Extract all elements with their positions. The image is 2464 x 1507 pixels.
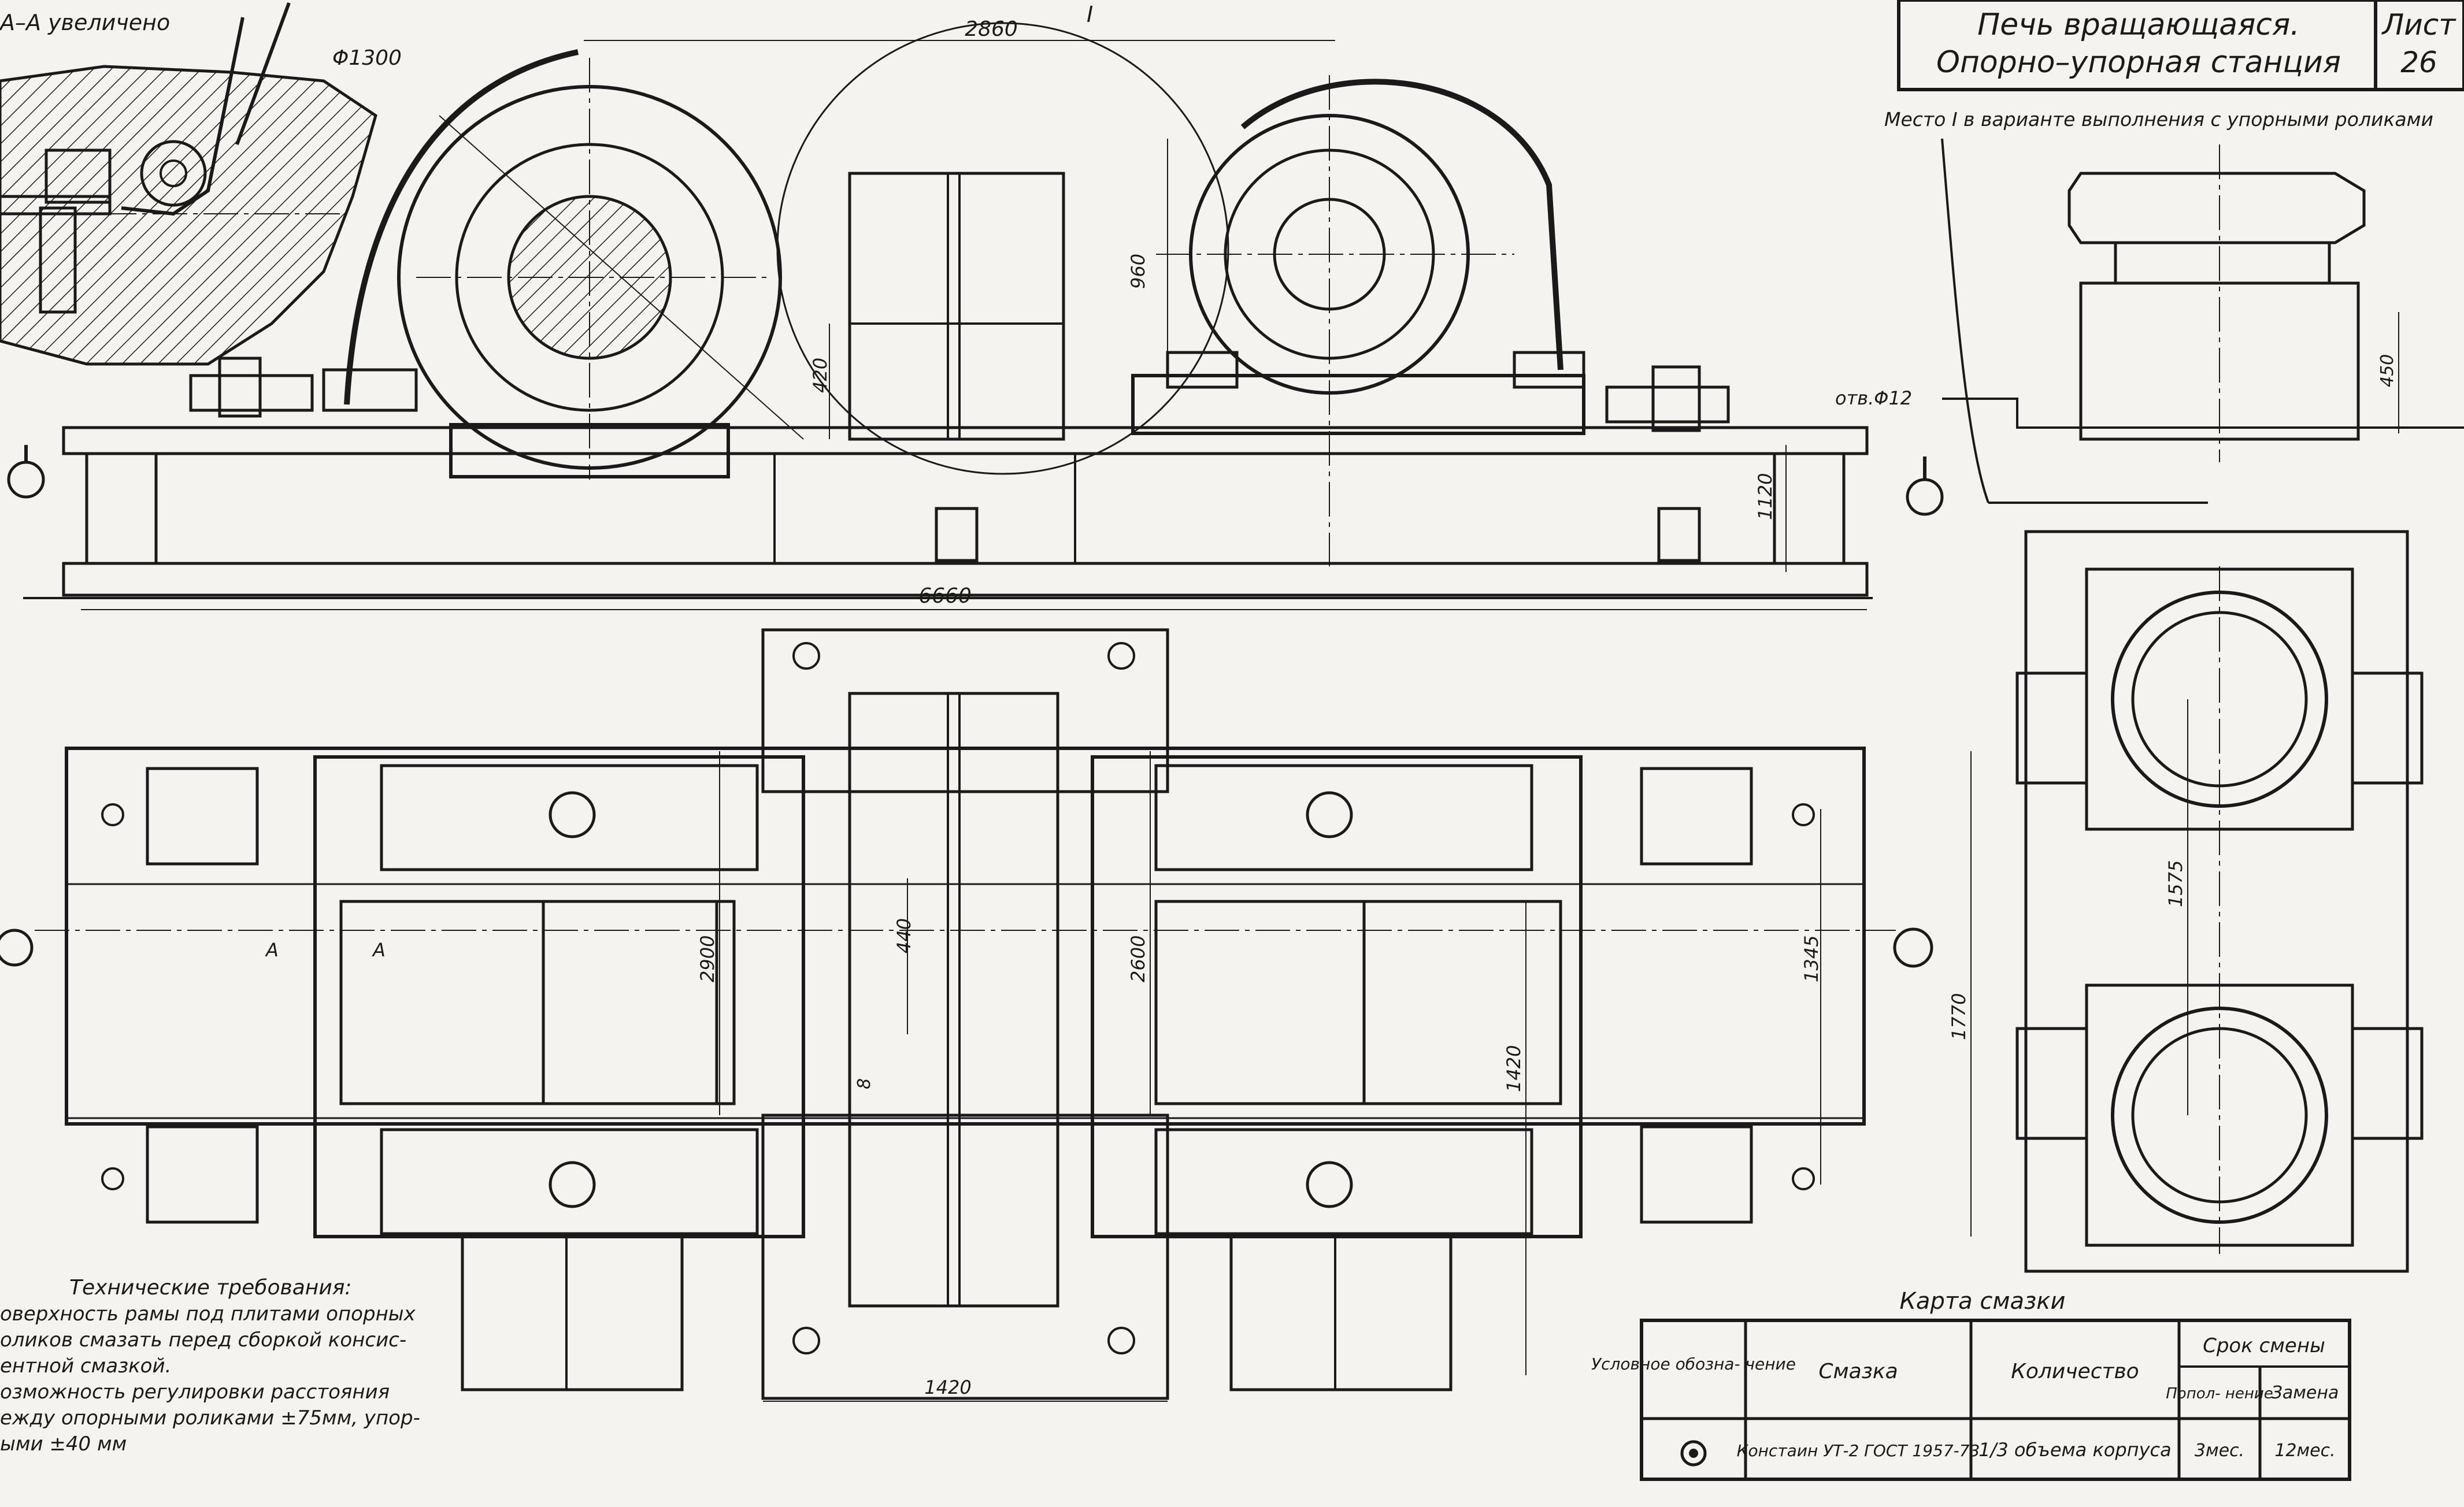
section-label: А–А увеличено <box>0 10 170 35</box>
lub-header-lubricant: Смазка <box>1818 1360 1898 1383</box>
dim-plan-1420-h: 1420 <box>924 1376 971 1398</box>
lub-header-symbol: Условное обозна- чение <box>1591 1354 1796 1374</box>
lub-header-change-period: Срок смены <box>2203 1334 2325 1357</box>
dim-roller-spacing: 2860 <box>965 17 1018 41</box>
title-block: Печь вращающаяся. Опорно–упорная станция… <box>1897 0 2464 91</box>
dim-detail-450: 450 <box>2377 354 2398 387</box>
dim-height-960: 960 <box>1127 254 1149 289</box>
lubrication-map-table: Карта смазки Условное обозна- чение Смаз… <box>1591 1288 2351 1481</box>
dim-plan-2900: 2900 <box>696 936 718 982</box>
tech-req-line-4: озможность регулировки расстояния <box>0 1380 390 1404</box>
dim-plan-1345: 1345 <box>1800 936 1822 982</box>
section-a-a-view <box>0 2 377 366</box>
tech-req-line-3: ентной смазкой. <box>0 1354 171 1378</box>
lub-header-refill: Попол- нение <box>2166 1385 2273 1402</box>
dim-plan-440: 440 <box>893 918 915 953</box>
title-line-1: Печь вращающаяся. <box>1977 8 2300 42</box>
section-mark-a-left: А <box>265 939 279 961</box>
dim-roller-diameter: Φ1300 <box>332 46 402 70</box>
lub-header-quantity: Количество <box>2011 1360 2139 1383</box>
dim-height-420: 420 <box>809 358 831 393</box>
sheet-number: 26 <box>2400 46 2437 79</box>
lub-row-refill: 3мес. <box>2195 1441 2244 1461</box>
dim-height-1120: 1120 <box>1754 473 1776 520</box>
tech-req-line-1: оверхность рамы под плитами опорных <box>0 1302 416 1326</box>
detail-view-i <box>1941 138 2464 1273</box>
side-elevation-view <box>7 22 1944 610</box>
dim-hole-label: отв.Φ12 <box>1835 387 1912 409</box>
section-mark-a-right: А <box>372 939 386 961</box>
lub-row-quantity: 1/3 объема корпуса <box>1978 1439 2171 1461</box>
title-line-2: Опорно–упорная станция <box>1936 45 2341 80</box>
detail-caption: Место I в варианте выполнения с упорными… <box>1884 108 2433 131</box>
lubrication-map-title: Карта смазки <box>1900 1288 2066 1315</box>
dimension-labels: Φ1300 2860 I 960 420 отв.Φ12 1120 6660 4… <box>265 2 2398 1398</box>
lub-row-replace: 12мес. <box>2274 1441 2335 1461</box>
tech-requirements: Технические требования: оверхность рамы … <box>0 1276 420 1456</box>
dim-plan-1420-v: 1420 <box>1503 1045 1525 1092</box>
dim-length-6660: 6660 <box>918 584 972 608</box>
tech-req-line-6: ыми ±40 мм <box>0 1432 127 1456</box>
lub-row-lubricant: Констаин УТ-2 ГОСТ 1957-73 <box>1737 1441 1980 1460</box>
plan-view <box>0 628 1972 1402</box>
tech-req-line-2: оликов смазать перед сборкой консис- <box>0 1328 406 1352</box>
sheet-label: Лист <box>2381 8 2457 42</box>
dim-detail-marker: I <box>1087 2 1093 27</box>
lub-header-replace: Замена <box>2272 1383 2339 1403</box>
lubrication-point-icon <box>1680 1440 1707 1467</box>
dim-plan-8: 8 <box>854 1078 875 1089</box>
dim-1575: 1575 <box>2165 860 2187 907</box>
tech-req-title: Технические требования: <box>69 1276 352 1300</box>
dim-plan-1770: 1770 <box>1948 993 1970 1040</box>
dim-plan-2600: 2600 <box>1127 936 1149 982</box>
tech-req-line-5: ежду опорными роликами ±75мм, упор- <box>0 1406 420 1430</box>
